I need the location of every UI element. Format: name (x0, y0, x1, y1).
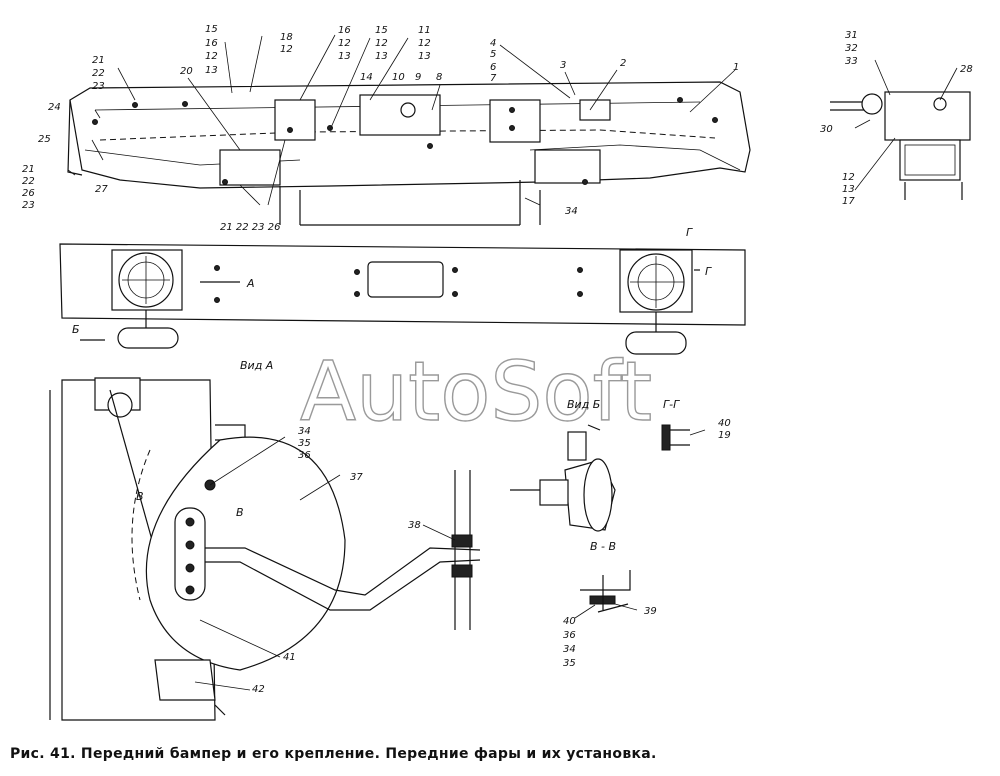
callout-16a: 16 (338, 25, 351, 36)
callout-8: 8 (436, 72, 442, 83)
callout-9: 9 (415, 72, 421, 83)
arrow-g-top-label: Г (686, 226, 693, 239)
callout-22b: 22 (22, 176, 35, 187)
view-b-label: Вид Б (567, 398, 600, 411)
view-labels: Вид А Вид Б Г-Г В - В А Б Г Г В В (72, 226, 712, 553)
callout-26a: 26 (22, 188, 35, 199)
callout-41: 41 (283, 652, 296, 663)
callout-27: 27 (95, 184, 108, 195)
callout-21a: 21 (92, 55, 105, 66)
watermark: AutoSoft (300, 345, 652, 440)
headlight-right (619, 249, 693, 355)
callout-13b: 13 (375, 51, 388, 62)
section-gg-label: Г-Г (663, 398, 680, 411)
callout-17: 17 (842, 196, 855, 207)
callout-33: 33 (845, 56, 858, 67)
callout-16b: 16 (205, 38, 218, 49)
bumper-front-view (59, 243, 746, 355)
callout-5: 5 (490, 49, 496, 60)
callout-31: 31 (845, 30, 858, 41)
callout-19: 19 (718, 430, 731, 441)
callout-13a: 13 (418, 51, 431, 62)
callout-10: 10 (392, 72, 405, 83)
callout-12f: 12 (842, 172, 855, 183)
callout-23b: 23 (22, 200, 35, 211)
callout-12b: 12 (375, 38, 388, 49)
callout-42: 42 (252, 684, 265, 695)
callout-15b: 15 (205, 24, 218, 35)
callout-34a: 34 (298, 426, 311, 437)
callout-40b: 40 (563, 616, 576, 627)
callout-39: 39 (644, 606, 657, 617)
callout-13c: 13 (338, 51, 351, 62)
callout-3: 3 (560, 60, 566, 71)
callout-34-top: 34 (565, 206, 578, 217)
callout-12e: 12 (205, 51, 218, 62)
figure-caption: Рис. 41. Передний бампер и его крепление… (10, 746, 657, 762)
callout-12c: 12 (338, 38, 351, 49)
bumper-side-view (67, 81, 751, 226)
callout-40a: 40 (718, 418, 731, 429)
callout-30: 30 (820, 124, 833, 135)
section-vv-label: В - В (590, 540, 616, 553)
callout-18: 18 (280, 32, 293, 43)
callout-15a: 15 (375, 25, 388, 36)
callout-2: 2 (620, 58, 626, 69)
headlight-mount-view-a (49, 377, 481, 721)
callout-6: 6 (490, 62, 496, 73)
callout-12d: 12 (280, 44, 293, 55)
callout-37: 37 (350, 472, 363, 483)
callout-21b: 21 (22, 164, 35, 175)
callout-1: 1 (733, 62, 739, 73)
callout-36a: 36 (298, 450, 311, 461)
bracket-end-view (830, 91, 971, 200)
callout-12a: 12 (418, 38, 431, 49)
arrow-b-label: Б (72, 323, 80, 336)
arrow-a-label: А (246, 277, 255, 290)
callout-22a: 22 (92, 68, 105, 79)
arrow-v-left-label: В (136, 490, 144, 503)
callout-35a: 35 (298, 438, 311, 449)
callout-38: 38 (408, 520, 421, 531)
callout-13d: 13 (205, 65, 218, 76)
section-v-v (580, 570, 631, 613)
callout-35b: 35 (563, 658, 576, 669)
callout-25: 25 (38, 134, 51, 145)
callout-24: 24 (48, 102, 61, 113)
callout-28: 28 (960, 64, 973, 75)
arrow-v-right-label: В (236, 506, 244, 519)
view-a-label: Вид А (240, 359, 273, 372)
callout-34b: 34 (563, 644, 576, 655)
leader-lines (67, 34, 958, 691)
headlight-view-b (510, 424, 616, 532)
callout-13e: 13 (842, 184, 855, 195)
headlight-left (111, 249, 183, 349)
callout-labels: 1 2 3 4 5 6 7 8 9 10 14 11 12 13 15 12 1… (22, 24, 973, 695)
callout-14: 14 (360, 72, 373, 83)
callout-11: 11 (418, 25, 431, 36)
callout-7: 7 (490, 73, 497, 84)
arrow-g-side-label: Г (705, 265, 712, 278)
callout-36b: 36 (563, 630, 576, 641)
callout-bottom-row: 21 22 23 26 (220, 222, 280, 233)
section-g-g (661, 424, 690, 451)
callout-32: 32 (845, 43, 858, 54)
callout-23a: 23 (92, 81, 105, 92)
callout-20: 20 (180, 66, 193, 77)
callout-4: 4 (490, 38, 496, 49)
